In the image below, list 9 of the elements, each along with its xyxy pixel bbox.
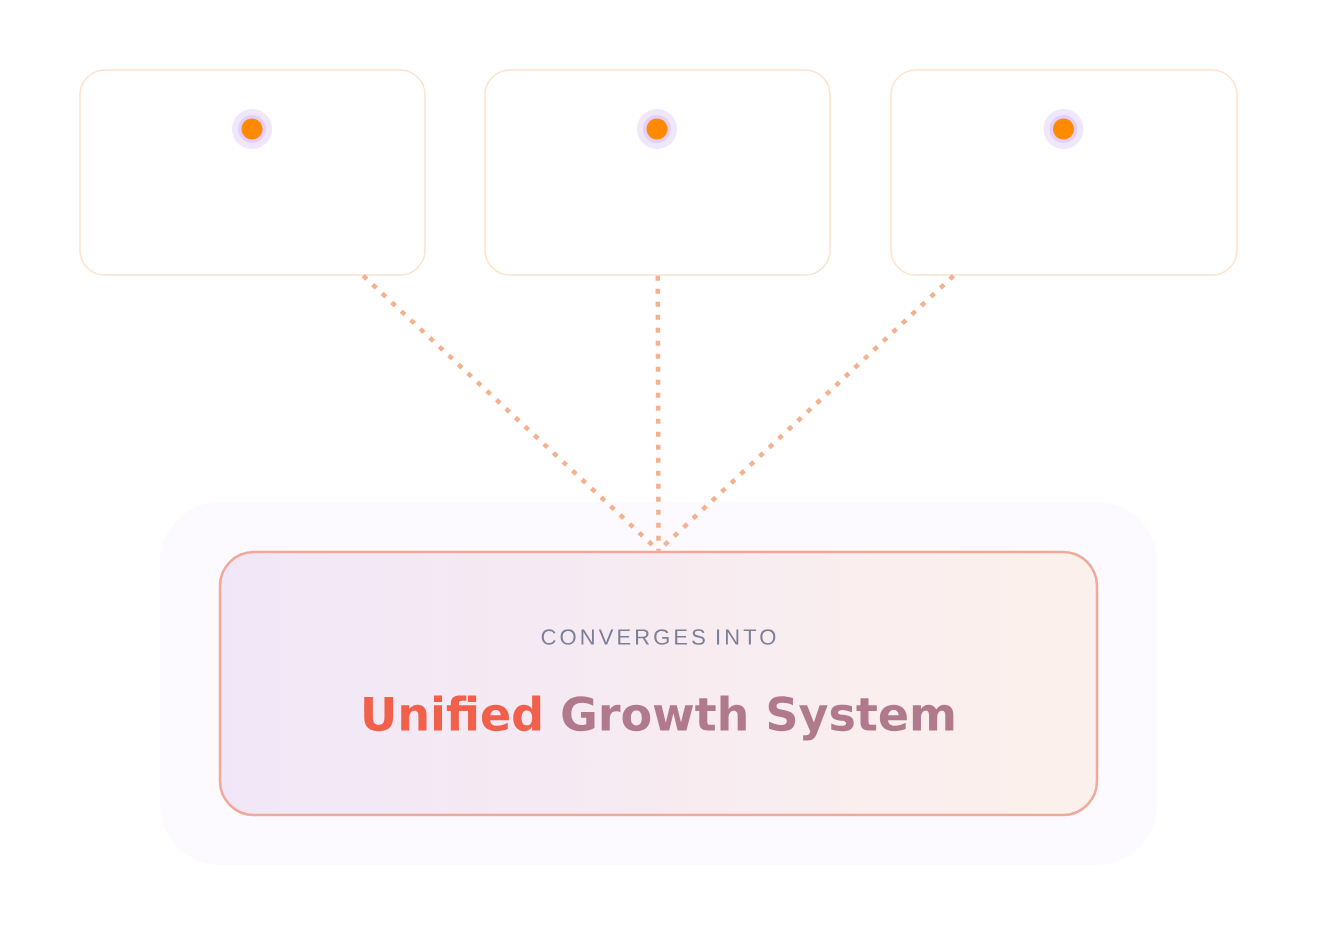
result-box [218, 550, 1099, 817]
dashed-line [655, 275, 661, 551]
dashed-line [361, 274, 661, 553]
card [890, 69, 1238, 276]
card [484, 69, 831, 276]
card [79, 69, 426, 276]
subheading: CONVERGES INTO [541, 629, 776, 645]
dashed-line [656, 274, 956, 553]
title-text: Unified Growth System [364, 695, 954, 741]
